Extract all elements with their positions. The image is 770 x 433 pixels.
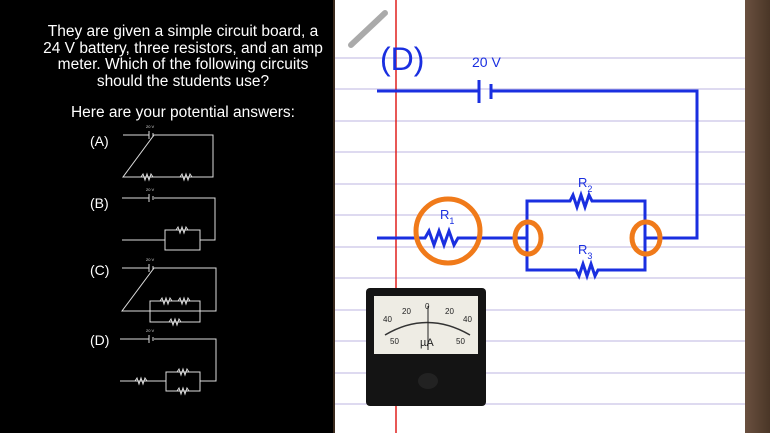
option-d-label[interactable]: (D)	[90, 332, 110, 348]
answer-label: (D)	[380, 41, 424, 77]
notepad-area: (D) 20 V R1 R2 R3 40 20 0 20	[333, 0, 770, 433]
highlight-circles	[413, 196, 663, 266]
circuit-c: 20 V	[121, 257, 217, 326]
option-a-label[interactable]: (A)	[90, 133, 109, 149]
r1-label: R1	[440, 207, 454, 226]
svg-text:0: 0	[425, 302, 430, 311]
option-c-label[interactable]: (C)	[90, 262, 110, 278]
svg-text:20: 20	[402, 307, 411, 316]
option-circuits: 20 V 20 V 20 V 20 V	[120, 124, 217, 395]
voltage-label: 20 V	[472, 54, 501, 70]
svg-text:50: 50	[390, 337, 399, 346]
wood-frame	[744, 0, 770, 433]
svg-text:50: 50	[456, 337, 465, 346]
svg-text:20 V: 20 V	[146, 328, 155, 333]
svg-text:40: 40	[463, 315, 472, 324]
option-b-label[interactable]: (B)	[90, 195, 109, 211]
svg-text:20 V: 20 V	[146, 124, 155, 129]
r2-label: R2	[578, 175, 592, 194]
svg-text:20: 20	[445, 307, 454, 316]
whiteboard-circuit: (D) 20 V R1 R2 R3 40 20 0 20	[366, 41, 699, 406]
question-text: They are given a simple circuit board, a…	[43, 23, 323, 90]
svg-text:20 V: 20 V	[146, 257, 155, 262]
svg-text:40: 40	[383, 315, 392, 324]
r3-label: R3	[578, 242, 592, 261]
question-panel: They are given a simple circuit board, a…	[0, 0, 333, 433]
circuit-d: 20 V	[120, 328, 217, 395]
answers-prompt: Here are your potential answers:	[70, 104, 295, 121]
svg-text:20 V: 20 V	[146, 187, 155, 192]
ammeter: 40 20 0 20 40 50 50 µA	[366, 288, 486, 406]
svg-text:µA: µA	[420, 337, 434, 349]
circuit-a: 20 V	[122, 124, 214, 181]
circuit-b: 20 V	[122, 187, 216, 251]
paper-lines	[335, 0, 745, 433]
pen-icon	[348, 10, 388, 48]
